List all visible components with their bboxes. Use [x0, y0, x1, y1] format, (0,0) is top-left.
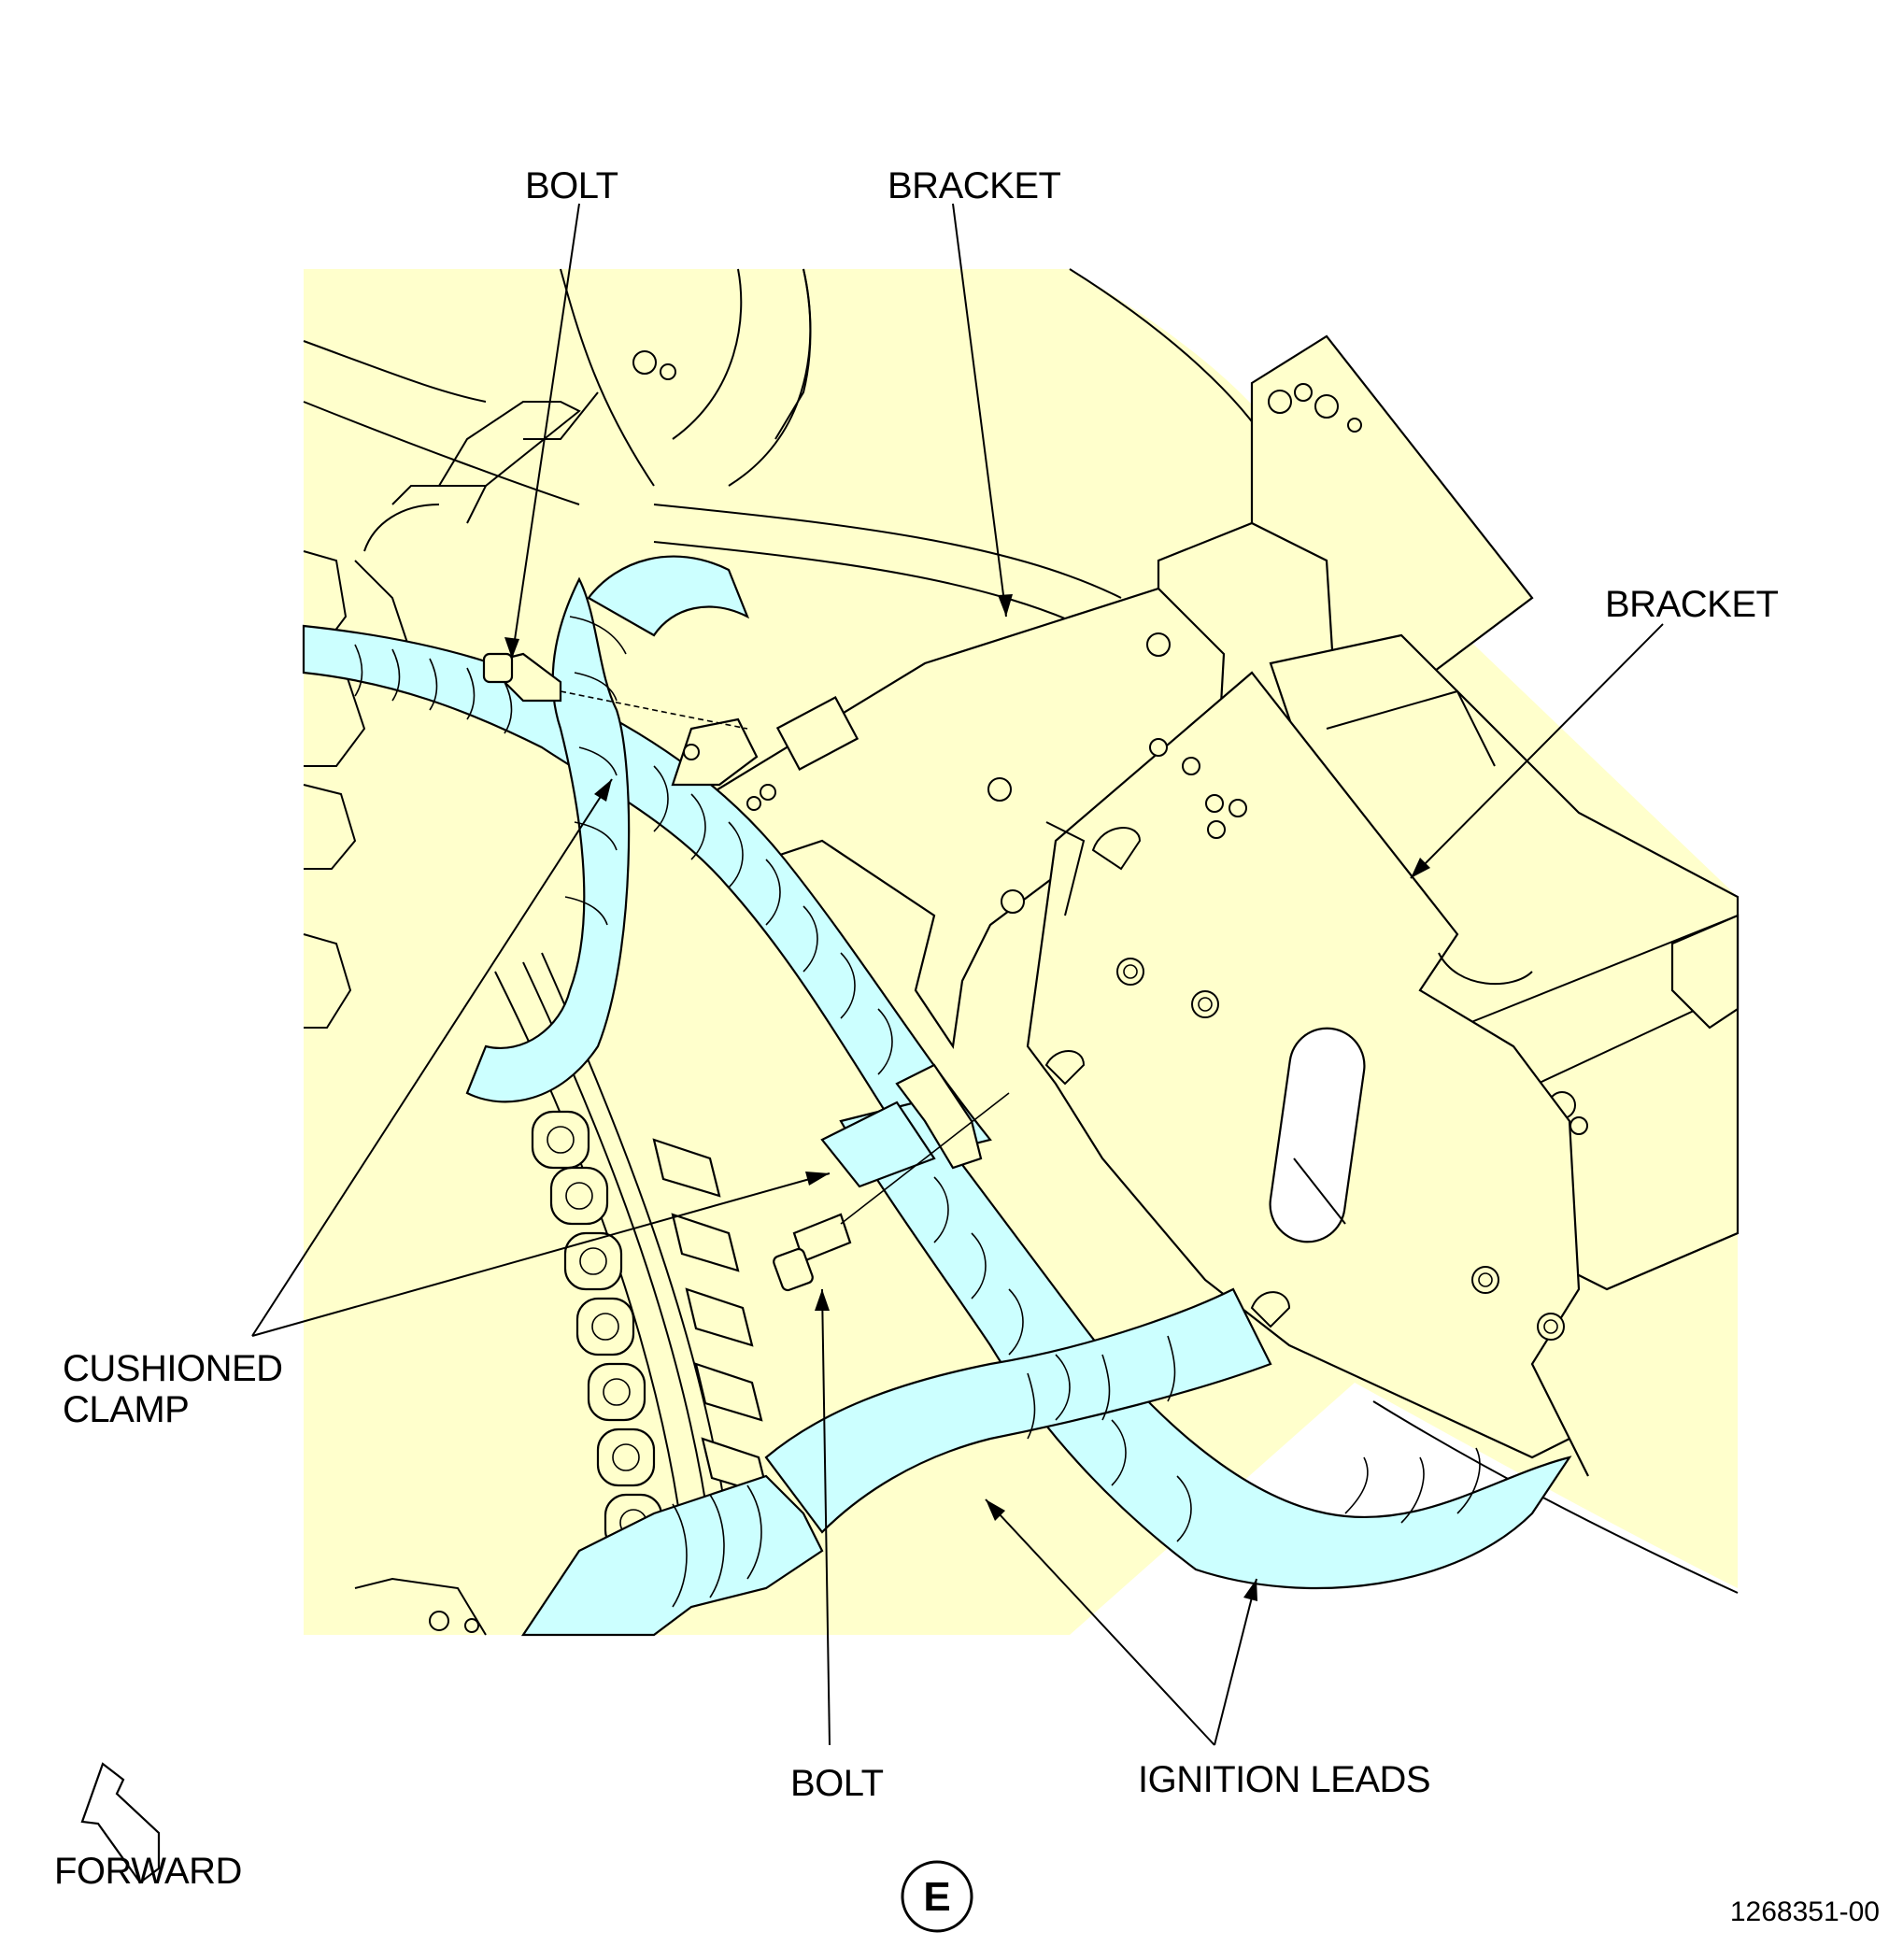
callout-bracket-right: BRACKET	[1605, 584, 1778, 625]
view-circle-icon	[901, 1860, 973, 1933]
callout-bolt-bottom: BOLT	[790, 1763, 884, 1804]
bracket-front-left	[708, 587, 1226, 1050]
figure-number: 1268351-00	[1730, 1896, 1880, 1927]
callout-cushioned-clamp-line2: CLAMP	[63, 1389, 189, 1430]
bolt-bottom-part	[773, 1092, 1010, 1292]
callout-bracket-top: BRACKET	[888, 165, 1060, 206]
leader-lines	[251, 203, 1664, 1746]
cushioned-clamp-upper	[671, 717, 759, 787]
bolt-top-part	[482, 652, 748, 730]
forward-arrow-icon	[80, 1762, 161, 1884]
callout-ignition-leads: IGNITION LEADS	[1138, 1759, 1430, 1800]
bracket-front-right	[1026, 671, 1589, 1477]
engine-case-upper	[303, 268, 1122, 636]
hose-corrugation	[354, 616, 1192, 1542]
engine-left-detail	[303, 550, 412, 1029]
bracket-mid	[1269, 633, 1740, 1291]
cushioned-clamp-lower	[820, 1063, 983, 1188]
callout-cushioned-clamp-line1: CUSHIONED	[63, 1348, 283, 1389]
view-letter: E	[923, 1874, 950, 1920]
forward-label: FORWARD	[54, 1851, 242, 1892]
callout-bolt-top: BOLT	[525, 165, 618, 206]
